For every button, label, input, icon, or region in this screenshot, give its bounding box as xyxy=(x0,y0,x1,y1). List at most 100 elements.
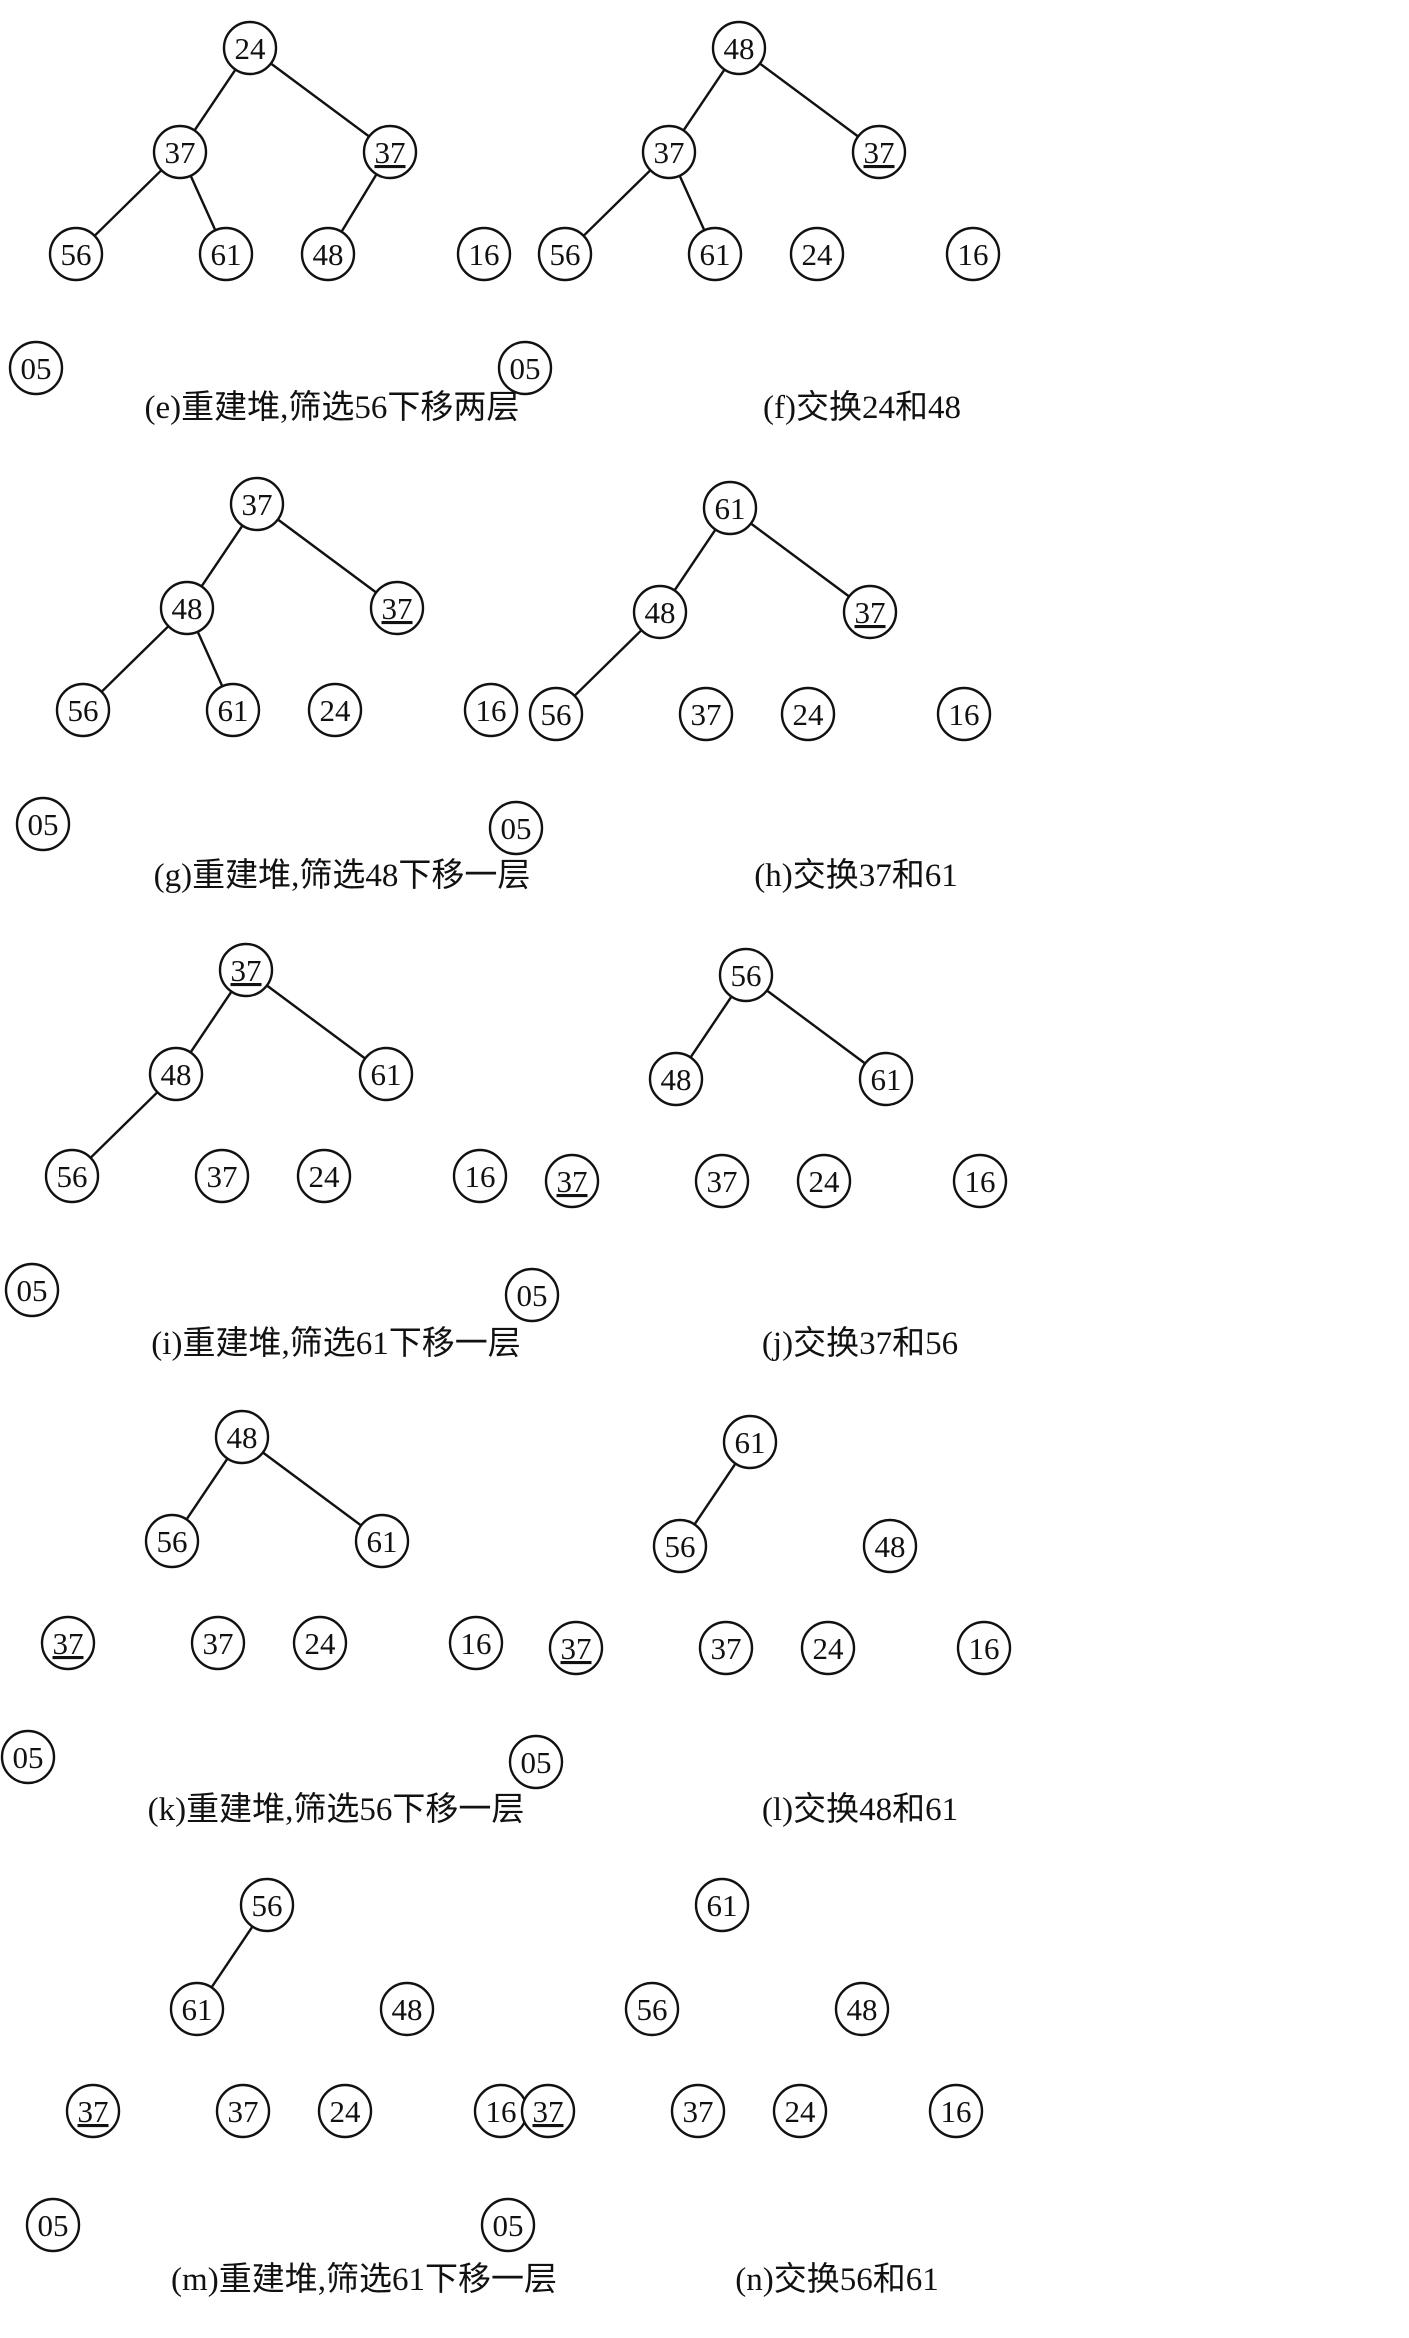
heap-node: 16 xyxy=(463,682,519,738)
panel-caption: (g)重建堆,筛选48下移一层 xyxy=(154,857,531,894)
node-value: 56 xyxy=(731,958,762,993)
heap-node: 48 xyxy=(632,584,688,640)
tree-edge xyxy=(196,631,224,687)
node-value: 37 xyxy=(203,1626,234,1661)
heap-node: 37 xyxy=(229,476,285,532)
heap-node: 24 xyxy=(789,226,845,282)
node-value: 37 xyxy=(231,953,262,988)
node-value: 24 xyxy=(235,31,267,66)
heap-node: 56 xyxy=(624,1981,680,2037)
node-value: 05 xyxy=(28,807,59,842)
node-circle xyxy=(851,124,907,180)
tree-edge xyxy=(689,995,733,1059)
node-value: 37 xyxy=(533,2094,564,2129)
heap-node: 05 xyxy=(0,1729,56,1785)
heap-node: 48 xyxy=(379,1981,435,2037)
node-circle xyxy=(292,1615,348,1671)
heap-node: 16 xyxy=(952,1153,1008,1209)
tree-edge xyxy=(185,1457,229,1521)
node-circle xyxy=(504,1267,560,1323)
node-value: 61 xyxy=(182,1992,213,2027)
node-circle xyxy=(169,1981,225,2037)
node-value: 48 xyxy=(392,1992,423,2027)
heap-node: 05 xyxy=(508,1734,564,1790)
node-value: 61 xyxy=(735,1425,766,1460)
node-circle xyxy=(463,682,519,738)
heap-node: 61 xyxy=(858,1051,914,1107)
tree-edge xyxy=(193,68,237,132)
heap-node: 48 xyxy=(148,1046,204,1102)
node-circle xyxy=(358,1046,414,1102)
heap-node: 37 xyxy=(694,1153,750,1209)
node-circle xyxy=(456,226,512,282)
node-circle xyxy=(796,1153,852,1209)
node-value: 48 xyxy=(645,595,676,630)
heap-node: 24 xyxy=(780,686,836,742)
node-circle xyxy=(544,1153,600,1209)
node-value: 48 xyxy=(847,1992,878,2027)
heap-node: 16 xyxy=(456,226,512,282)
heap-node: 24 xyxy=(307,682,363,738)
heap-node: 61 xyxy=(722,1414,778,1470)
node-circle xyxy=(148,1046,204,1102)
node-value: 56 xyxy=(541,697,572,732)
tree-edge xyxy=(693,1462,737,1526)
heap-node: 61 xyxy=(687,226,743,282)
heap-node: 56 xyxy=(239,1877,295,1933)
heap-node: 61 xyxy=(702,480,758,536)
heap-node: 24 xyxy=(296,1148,352,1204)
node-value: 24 xyxy=(813,1631,845,1666)
node-value: 05 xyxy=(38,2208,69,2243)
node-value: 48 xyxy=(661,1062,692,1097)
heap-node: 37 xyxy=(520,2083,576,2139)
node-value: 05 xyxy=(17,1273,48,1308)
tree-edge xyxy=(210,1925,254,1989)
node-value: 24 xyxy=(305,1626,337,1661)
node-circle xyxy=(497,340,553,396)
node-value: 37 xyxy=(707,1164,738,1199)
node-value: 56 xyxy=(157,1524,188,1559)
node-value: 37 xyxy=(855,595,886,630)
node-value: 05 xyxy=(510,351,541,386)
node-circle xyxy=(152,124,208,180)
node-circle xyxy=(648,1051,704,1107)
heap-node: 24 xyxy=(292,1615,348,1671)
node-circle xyxy=(772,2083,828,2139)
node-circle xyxy=(296,1148,352,1204)
tree-edge xyxy=(100,625,170,693)
tree-edge xyxy=(266,984,366,1060)
node-circle xyxy=(8,340,64,396)
node-value: 56 xyxy=(68,693,99,728)
panel-caption: (m)重建堆,筛选61下移一层 xyxy=(171,2261,557,2298)
heap-node: 48 xyxy=(648,1051,704,1107)
node-circle xyxy=(40,1615,96,1671)
node-circle xyxy=(48,226,104,282)
node-circle xyxy=(652,1518,708,1574)
node-circle xyxy=(44,1148,100,1204)
node-value: 24 xyxy=(785,2094,817,2129)
heap-node: 37 xyxy=(544,1153,600,1209)
node-circle xyxy=(862,1518,918,1574)
node-circle xyxy=(369,580,425,636)
node-value: 05 xyxy=(521,1745,552,1780)
node-value: 16 xyxy=(465,1159,496,1194)
heap-node: 16 xyxy=(928,2083,984,2139)
node-circle xyxy=(205,682,261,738)
tree-edge xyxy=(573,629,643,697)
tree-edge xyxy=(93,169,163,237)
tree-edge xyxy=(277,518,377,594)
heap-node: 61 xyxy=(694,1877,750,1933)
node-value: 16 xyxy=(965,1164,996,1199)
node-value: 37 xyxy=(382,591,413,626)
heap-node: 61 xyxy=(354,1513,410,1569)
node-circle xyxy=(722,1414,778,1470)
heap-node: 61 xyxy=(205,682,261,738)
node-value: 61 xyxy=(218,693,249,728)
node-circle xyxy=(317,2083,373,2139)
node-value: 61 xyxy=(367,1524,398,1559)
node-circle xyxy=(641,124,697,180)
node-value: 37 xyxy=(711,1631,742,1666)
